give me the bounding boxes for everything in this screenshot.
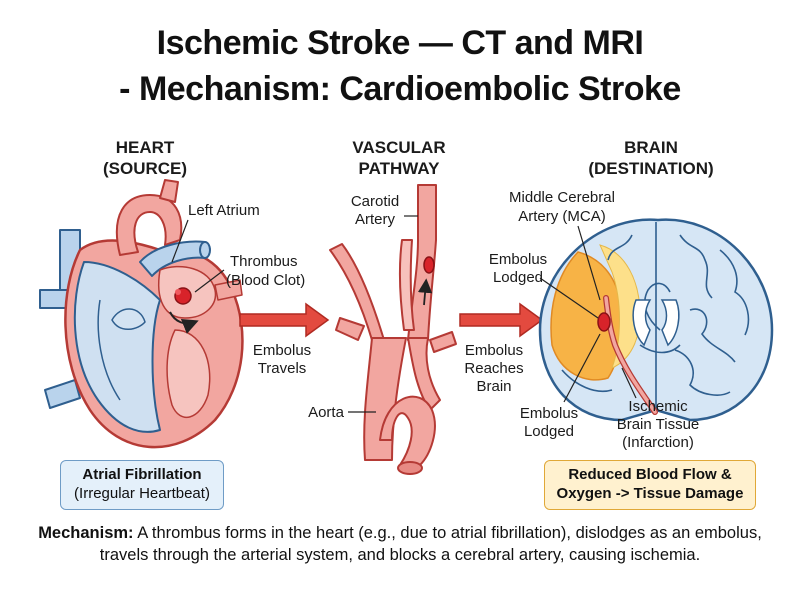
vascular-illustration <box>329 184 457 475</box>
heart-header-line2: (SOURCE) <box>103 159 187 178</box>
atrial-fibrillation-box: Atrial Fibrillation (Irregular Heartbeat… <box>60 460 224 510</box>
label-left-atrium: Left Atrium <box>188 202 260 219</box>
caption-text: A thrombus forms in the heart (e.g., due… <box>99 524 762 564</box>
title-line-1: Ischemic Stroke — CT and MRI <box>156 24 644 62</box>
vascular-header-line2: PATHWAY <box>359 159 441 178</box>
label-thrombus-2: (Blood Clot) <box>226 272 305 289</box>
title-line-2: - Mechanism: Cardioembolic Stroke <box>119 70 681 108</box>
label-reaches-3: Brain <box>476 378 511 395</box>
label-embolus-travels-2: Travels <box>258 360 307 377</box>
label-lodged-bottom-1: Embolus <box>520 405 578 422</box>
label-ischemic-1: Ischemic <box>628 398 688 415</box>
reduced-blood-flow-line1: Reduced Blood Flow & <box>568 466 732 483</box>
label-lodged-bottom-2: Lodged <box>524 423 574 440</box>
heart-illustration <box>39 179 244 449</box>
label-mca-1: Middle Cerebral <box>509 189 615 206</box>
vascular-header-line1: VASCULAR <box>352 138 445 157</box>
label-thrombus-1: Thrombus <box>230 253 298 270</box>
arrow-embolus-travels <box>239 302 330 338</box>
label-reaches-1: Embolus <box>465 342 523 359</box>
caption-bold: Mechanism: <box>38 524 134 542</box>
label-ischemic-3: (Infarction) <box>622 434 694 451</box>
reduced-blood-flow-box: Reduced Blood Flow & Oxygen -> Tissue Da… <box>544 460 756 510</box>
mechanism-caption: Mechanism: A thrombus forms in the heart… <box>20 522 780 566</box>
label-carotid-1: Carotid <box>351 193 399 210</box>
brain-header-line2: (DESTINATION) <box>588 159 713 178</box>
reduced-blood-flow-line2: Oxygen -> Tissue Damage <box>556 485 744 502</box>
heart-header-line1: HEART <box>116 138 175 157</box>
arrow-embolus-reaches-brain <box>459 302 544 338</box>
label-aorta: Aorta <box>308 404 345 421</box>
brain-header-line1: BRAIN <box>624 138 678 157</box>
label-embolus-travels-1: Embolus <box>253 342 311 359</box>
embolus-in-carotid <box>423 256 435 274</box>
atrial-fibrillation-title: Atrial Fibrillation <box>82 466 202 483</box>
label-lodged-top-2: Lodged <box>493 269 543 286</box>
label-carotid-2: Artery <box>355 211 396 228</box>
label-reaches-2: Reaches <box>464 360 523 377</box>
embolus-lodged-in-mca <box>597 312 611 332</box>
label-lodged-top-1: Embolus <box>489 251 547 268</box>
atrial-fibrillation-subtitle: (Irregular Heartbeat) <box>74 485 210 502</box>
label-ischemic-2: Brain Tissue <box>617 416 700 433</box>
label-mca-2: Artery (MCA) <box>518 208 606 225</box>
brain-illustration <box>538 218 774 422</box>
